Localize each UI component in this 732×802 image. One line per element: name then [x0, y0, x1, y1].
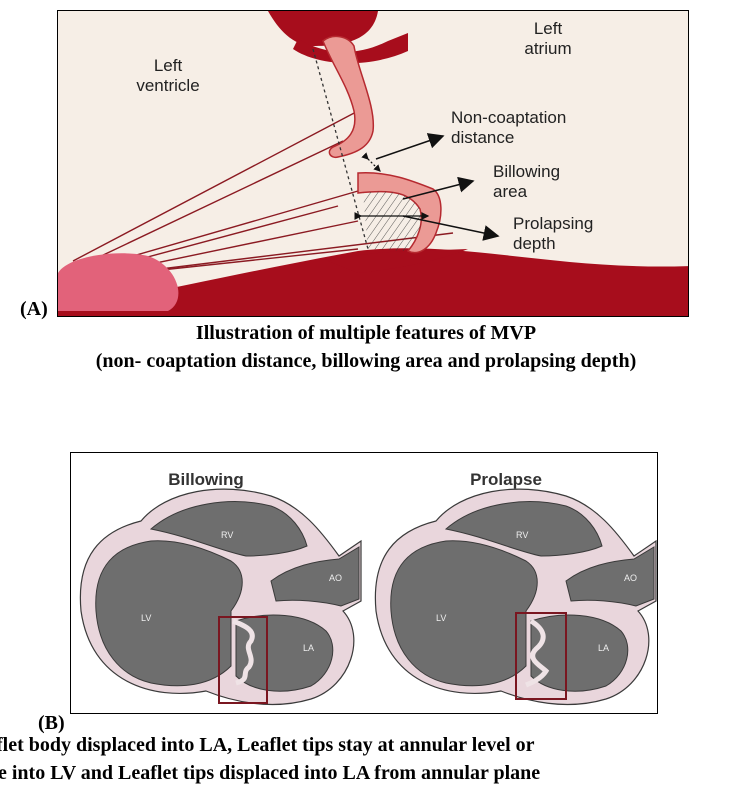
panel-a-caption-line2: (non- coaptation distance, billowing are… — [0, 350, 732, 373]
left-atrium-label-2: atrium — [524, 39, 571, 58]
billowing-vs-prolapse-diagram: Billowing Prolapse LV RV AO LA LV RV AO … — [71, 453, 658, 714]
non-coaptation-label-2: distance — [451, 128, 514, 147]
panel-b-illustration: Billowing Prolapse LV RV AO LA LV RV AO … — [70, 452, 658, 714]
panel-b-caption-line1: flet body displaced into LA, Leaflet tip… — [0, 734, 535, 757]
ao-label-right: AO — [624, 573, 637, 583]
panel-a-illustration: Left ventricle Left atrium Non-coaptatio… — [57, 10, 689, 317]
rv-label-right: RV — [516, 530, 528, 540]
billowing-heart: LV RV AO LA — [80, 489, 361, 704]
panel-a-caption-line1: Illustration of multiple features of MVP — [0, 322, 732, 345]
prolapsing-label-1: Prolapsing — [513, 214, 593, 233]
left-ventricle-label-2: ventricle — [136, 76, 199, 95]
mvp-features-diagram: Left ventricle Left atrium Non-coaptatio… — [58, 11, 689, 317]
non-coaptation-arrow — [376, 136, 443, 159]
billowing-area-hatch — [363, 192, 421, 251]
panel-a-label: (A) — [20, 298, 48, 321]
billowing-title: Billowing — [168, 470, 244, 489]
billowing-label-1: Billowing — [493, 162, 560, 181]
ao-label-left: AO — [329, 573, 342, 583]
lv-label-right: LV — [436, 613, 446, 623]
non-coaptation-measure — [368, 159, 380, 171]
la-label-left: LA — [303, 643, 314, 653]
prolapse-title: Prolapse — [470, 470, 542, 489]
non-coaptation-label-1: Non-coaptation — [451, 108, 566, 127]
left-atrium-label-1: Left — [534, 19, 563, 38]
panel-b-label: (B) — [38, 712, 65, 735]
left-ventricle-label-1: Left — [154, 56, 183, 75]
lv-label-left: LV — [141, 613, 151, 623]
prolapse-heart: LV RV AO LA — [375, 489, 656, 704]
la-label-right: LA — [598, 643, 609, 653]
rv-label-left: RV — [221, 530, 233, 540]
panel-b-caption-line2: e into LV and Leaflet tips displaced int… — [0, 762, 540, 785]
billowing-label-2: area — [493, 182, 528, 201]
prolapsing-label-2: depth — [513, 234, 556, 253]
